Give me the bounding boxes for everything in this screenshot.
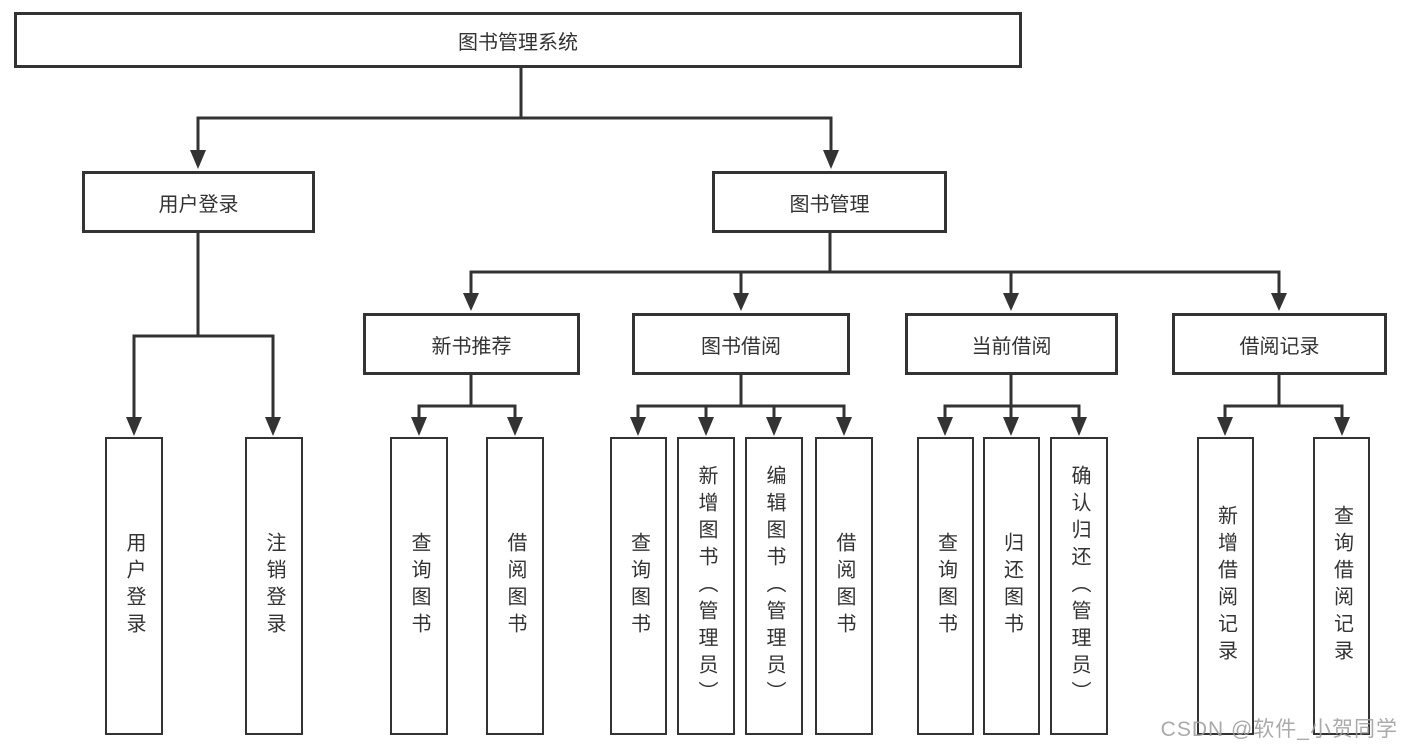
node-label: 查询图书 — [408, 532, 430, 640]
node-book-borrowing: 图书借阅 — [632, 313, 850, 375]
node-user-login-module: 用户登录 — [82, 171, 315, 233]
node-label: 新增图书（管理员） — [695, 464, 717, 708]
leaf-query-books-recommend: 查询图书 — [390, 437, 448, 735]
node-label: 新书推荐 — [431, 335, 512, 358]
leaf-confirm-return-admin: 确认归还（管理员） — [1050, 437, 1108, 735]
csdn-watermark: CSDN @软件_小贺同学 — [1160, 718, 1398, 741]
node-label: 查询图书 — [934, 532, 957, 640]
node-label: 确认归还（管理员） — [1068, 464, 1090, 708]
leaf-borrow-books-recommend: 借阅图书 — [486, 437, 544, 735]
node-label: 用户登录 — [158, 193, 239, 216]
leaf-user-login: 用户登录 — [105, 437, 163, 735]
node-label: 图书借阅 — [701, 335, 781, 358]
node-label: 借阅记录 — [1239, 335, 1320, 358]
node-label: 编辑图书（管理员） — [763, 464, 785, 708]
leaf-add-book-admin: 新增图书（管理员） — [677, 437, 735, 735]
node-label: 图书管理 — [789, 193, 870, 216]
node-label: 注销登录 — [263, 532, 285, 640]
node-book-management-module: 图书管理 — [712, 171, 947, 233]
node-label: 借阅图书 — [504, 532, 526, 640]
node-label: 查询图书 — [627, 532, 650, 640]
node-library-management-system: 图书管理系统 — [14, 12, 1022, 68]
node-label: 新增借阅记录 — [1214, 505, 1237, 667]
node-label: 图书管理系统 — [458, 31, 578, 54]
node-label: 借阅图书 — [833, 532, 855, 640]
leaf-query-books-borrowing: 查询图书 — [610, 437, 667, 735]
node-current-borrowing: 当前借阅 — [905, 313, 1118, 375]
node-label: 用户登录 — [123, 532, 145, 640]
node-label: 当前借阅 — [971, 335, 1052, 358]
leaf-query-books-current: 查询图书 — [917, 437, 974, 735]
leaf-edit-book-admin: 编辑图书（管理员） — [745, 437, 803, 735]
node-new-book-recommendation: 新书推荐 — [363, 313, 580, 375]
leaf-query-borrow-record: 查询借阅记录 — [1313, 437, 1370, 735]
leaf-add-borrow-record: 新增借阅记录 — [1197, 437, 1254, 735]
node-label: 归还图书 — [1000, 532, 1023, 640]
node-borrowing-records: 借阅记录 — [1172, 313, 1387, 375]
leaf-logout: 注销登录 — [245, 437, 303, 735]
leaf-return-books: 归还图书 — [983, 437, 1040, 735]
node-label: 查询借阅记录 — [1330, 505, 1353, 667]
leaf-borrow-books: 借阅图书 — [815, 437, 873, 735]
